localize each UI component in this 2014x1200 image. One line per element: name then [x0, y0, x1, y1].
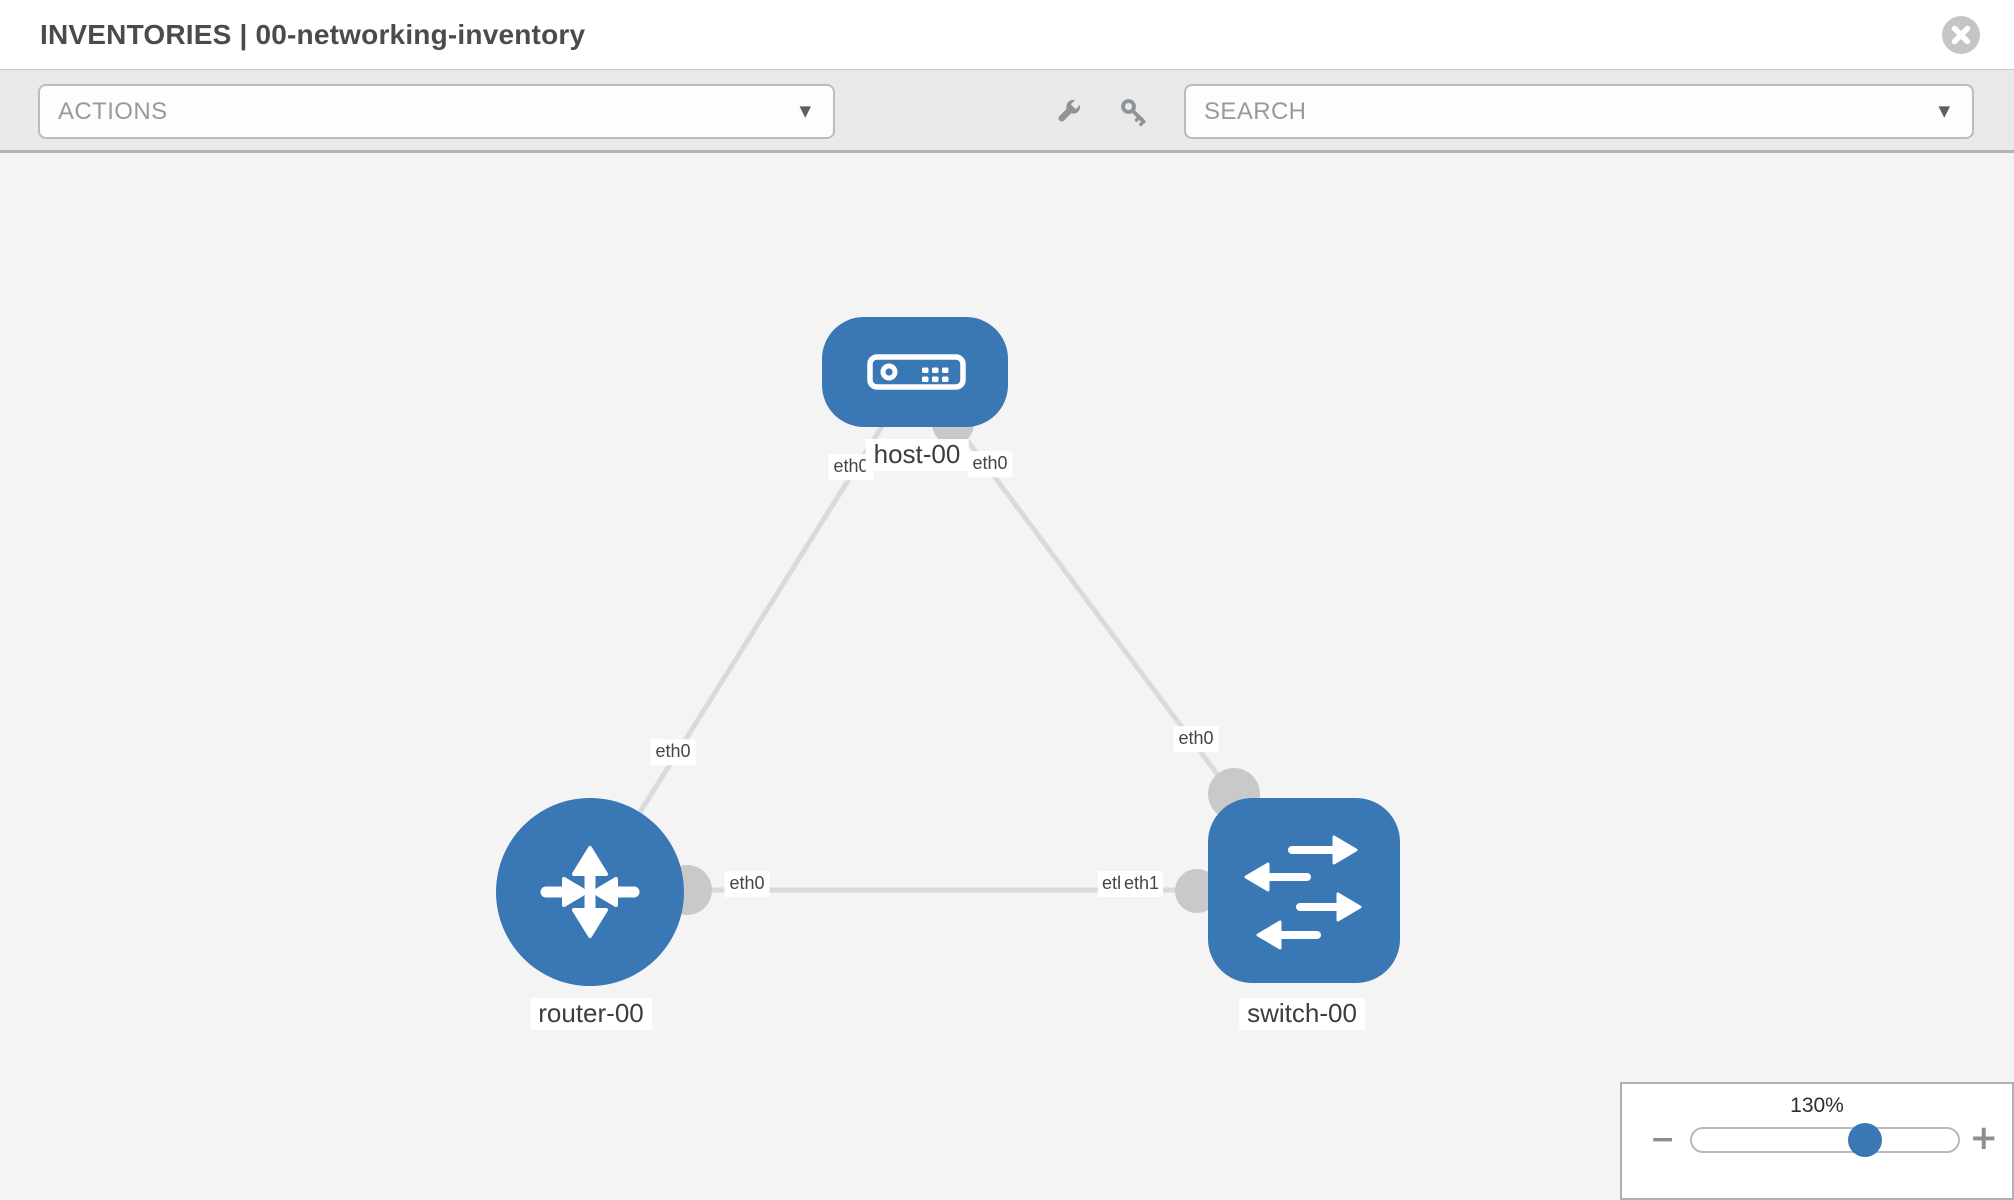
actions-dropdown[interactable]: ACTIONS ▼ [38, 84, 835, 139]
wrench-icon [1058, 98, 1082, 122]
actions-dropdown-label: ACTIONS [58, 97, 168, 125]
chevron-down-icon: ▼ [799, 102, 811, 120]
node-router-00[interactable] [496, 798, 684, 986]
node-label-host: host-00 [865, 439, 969, 471]
zoom-out-button[interactable]: − [1650, 1122, 1676, 1157]
interface-label: eth1 [1120, 871, 1164, 897]
key-icon [1121, 99, 1146, 127]
topology-canvas[interactable]: eth0 host-00 eth0 eth0 eth0 eth0 eth0 et… [0, 153, 2014, 1200]
node-label-switch: switch-00 [1239, 998, 1365, 1030]
zoom-value: 130% [1790, 1094, 1844, 1117]
router-crossed-arrows-icon [540, 846, 640, 938]
credentials-button[interactable] [1118, 96, 1150, 128]
configure-network-button[interactable] [1052, 96, 1084, 128]
node-label-router: router-00 [530, 998, 652, 1030]
header-bar: INVENTORIES | 00-networking-inventory [0, 0, 2014, 70]
topology-links-layer [587, 370, 1307, 915]
switch-arrows-icon [1244, 835, 1362, 950]
interface-label: eth0 [650, 739, 696, 765]
zoom-slider-handle[interactable] [1848, 1123, 1882, 1157]
zoom-slider-track[interactable] [1690, 1123, 1960, 1157]
interface-label-overlap-group: eth0 eth1 [1098, 871, 1164, 897]
interface-label: eth0 [967, 451, 1013, 477]
server-icon [867, 354, 966, 390]
zoom-panel: 130% − + [1620, 1082, 2014, 1200]
close-icon [1951, 25, 1971, 45]
interface-label: eth0 [724, 871, 770, 897]
search-dropdown[interactable]: SEARCH ▼ [1184, 84, 1974, 139]
toolbar: ACTIONS ▼ SEARCH ▼ [0, 70, 2014, 153]
search-placeholder: SEARCH [1204, 97, 1307, 125]
chevron-down-icon: ▼ [1938, 102, 1950, 120]
close-button[interactable] [1942, 16, 1980, 54]
page-title: INVENTORIES | 00-networking-inventory [40, 19, 586, 50]
node-switch-00[interactable] [1208, 798, 1400, 983]
node-host-00[interactable] [822, 317, 1008, 427]
zoom-in-button[interactable]: + [1969, 1118, 1999, 1158]
interface-label: eth0 [1173, 726, 1219, 752]
